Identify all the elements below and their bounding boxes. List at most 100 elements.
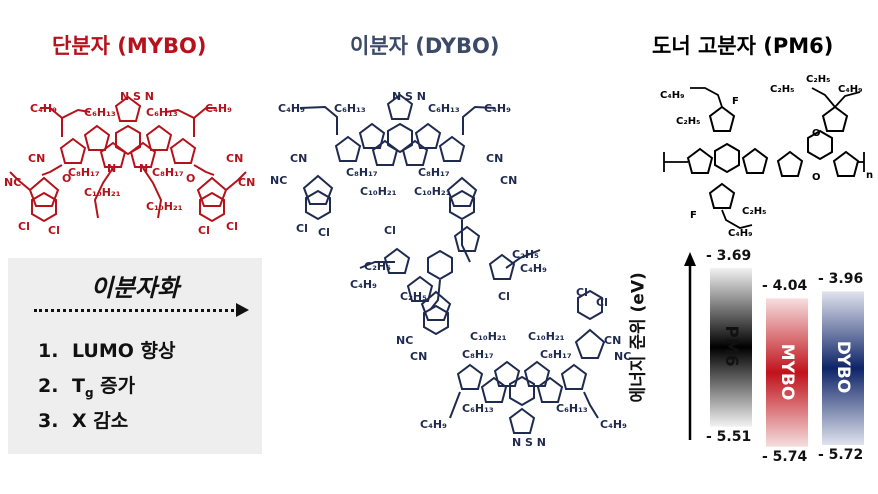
lumo-label-mybo: - 4.04 — [762, 278, 808, 295]
mybo-cn-2: CN — [226, 152, 243, 165]
dybo-title: 이분자 (DYBO) — [350, 34, 500, 58]
bar-name-pm6: PM6 — [721, 325, 741, 367]
dybo-label-3: C₆H₁₃ — [428, 102, 460, 115]
mybo-c6h13-left: C₆H₁₃ — [84, 106, 116, 119]
item-3-num: 3. — [38, 410, 59, 432]
mybo-o-1: O — [62, 172, 71, 185]
mybo-nc: NC — [4, 176, 21, 189]
pm6-o-2: O — [812, 172, 821, 183]
mybo-structure — [9, 96, 247, 222]
homo-label-mybo: - 5.74 — [762, 448, 808, 465]
item-1-text: LUMO 향상 — [72, 340, 176, 362]
dybo-label-35: C₆H₁₃ — [556, 402, 588, 415]
dybo-label-26: CN — [410, 350, 427, 363]
dybo-label-29: C₁₀H₂₁ — [470, 330, 507, 343]
pm6-c2h5-1: C₂H₅ — [676, 116, 700, 127]
panel-heading: 이분자화 — [90, 274, 180, 302]
dybo-label-12: CN — [486, 152, 503, 165]
item-1-num: 1. — [38, 340, 59, 362]
mybo-c8h17-right: C₈H₁₇ — [152, 166, 184, 179]
pm6-c4h9-1: C₄H₉ — [660, 90, 684, 101]
pm6-title: 도너 고분자 (PM6) — [652, 34, 834, 58]
mybo-n1: N — [107, 162, 116, 175]
pm6-f-2: F — [690, 210, 697, 221]
pm6-c4h9-2: C₄H₉ — [838, 84, 862, 95]
item-3-text: X 감소 — [72, 410, 129, 432]
dybo-label-28: NC — [614, 350, 631, 363]
dybo-label-16: Cl — [384, 224, 396, 237]
mybo-cn-1: CN — [28, 152, 45, 165]
dybo-label-22: Cl — [498, 290, 510, 303]
dybo-label-4: C₄H₉ — [484, 102, 511, 115]
dybo-label-37: N S N — [512, 436, 546, 449]
dybo-label-23: Cl — [576, 286, 588, 299]
mybo-cl-2: Cl — [48, 224, 60, 237]
mybo-c10h21-left: C₁₀H₂₁ — [84, 186, 121, 199]
mybo-core-n-s: N S N — [120, 90, 154, 103]
item-2-num: 2. — [38, 375, 59, 397]
dybo-label-30: C₁₀H₂₁ — [528, 330, 565, 343]
mybo-c4h9-left: C₄H₉ — [30, 102, 57, 115]
dybo-label-15: Cl — [318, 226, 330, 239]
mybo-cl-1: Cl — [18, 220, 30, 233]
bar-name-mybo: MYBO — [777, 343, 797, 400]
item-2-text-rest: 증가 — [93, 375, 136, 397]
mybo-cn-3: CN — [238, 176, 255, 189]
dybo-label-5: N S N — [392, 90, 426, 103]
dybo-label-25: NC — [396, 334, 413, 347]
dybo-label-9: C₁₀H₂₁ — [414, 185, 451, 198]
arrow-head-icon — [236, 303, 249, 317]
mybo-cl-3: Cl — [198, 224, 210, 237]
item-2-text-main: T — [72, 375, 85, 397]
panel-item-3: 3. X 감소 — [38, 406, 128, 433]
mybo-n2: N — [139, 162, 148, 175]
pm6-f-1: F — [732, 96, 739, 107]
dybo-label-20: C₂H₅ — [512, 248, 539, 261]
homo-label-dybo: - 5.72 — [818, 447, 864, 464]
pm6-n: n — [866, 170, 873, 181]
dybo-label-11: NC — [270, 174, 287, 187]
dybo-label-14: Cl — [296, 222, 308, 235]
dybo-label-19: C₂H₅ — [400, 290, 427, 303]
dybo-label-17: C₂H₅ — [364, 260, 391, 273]
dybo-label-36: C₄H₉ — [600, 418, 627, 431]
dybo-label-2: C₆H₁₃ — [334, 102, 366, 115]
panel-item-1: 1. LUMO 향상 — [38, 336, 176, 363]
dybo-label-1: C₄H₉ — [278, 102, 305, 115]
pm6-c4h9-3: C₄H₉ — [728, 228, 752, 239]
bar-name-dybo: DYBO — [833, 340, 853, 394]
dimerization-panel: 이분자화 1. LUMO 향상 2. Tg 증가 3. X 감소 — [8, 258, 262, 454]
dybo-label-24: Cl — [596, 296, 608, 309]
dybo-label-27: CN — [604, 334, 621, 347]
mybo-cl-4: Cl — [226, 220, 238, 233]
mybo-c4h9-right: C₄H₉ — [205, 102, 232, 115]
mybo-o-2: O — [186, 172, 195, 185]
dybo-label-31: C₈H₁₇ — [462, 348, 494, 361]
pm6-o-1: O — [812, 128, 821, 139]
dybo-label-18: C₄H₉ — [350, 278, 377, 291]
lumo-label-pm6: - 3.69 — [706, 247, 752, 264]
pm6-structure — [663, 87, 865, 229]
item-2-text-sub: g — [84, 385, 94, 400]
pm6-c2h5-2: C₂H₅ — [770, 84, 794, 95]
dybo-label-32: C₈H₁₇ — [540, 348, 572, 361]
pm6-c2h5-4: C₂H₅ — [742, 206, 766, 217]
mybo-title: 단분자 (MYBO) — [52, 34, 207, 58]
mybo-c8h17-left: C₈H₁₇ — [68, 166, 100, 179]
dybo-label-6: C₈H₁₇ — [346, 166, 378, 179]
dybo-label-10: CN — [290, 152, 307, 165]
dybo-label-21: C₄H₉ — [520, 262, 547, 275]
dybo-label-8: C₈H₁₇ — [418, 166, 450, 179]
pm6-c2h5-3: C₂H₅ — [806, 74, 830, 85]
mybo-c6h13-right: C₆H₁₃ — [146, 106, 178, 119]
dotted-arrow-line — [34, 309, 240, 312]
mybo-c10h21-right: C₁₀H₂₁ — [146, 200, 183, 213]
dybo-label-7: C₁₀H₂₁ — [360, 185, 397, 198]
dybo-label-33: C₄H₉ — [420, 418, 447, 431]
lumo-label-dybo: - 3.96 — [818, 271, 864, 288]
panel-item-2: 2. Tg 증가 — [38, 371, 135, 400]
energy-axis-label: 에너지 준위 (eV) — [628, 272, 649, 403]
dybo-structure — [299, 94, 606, 434]
dybo-label-34: C₆H₁₃ — [462, 402, 494, 415]
